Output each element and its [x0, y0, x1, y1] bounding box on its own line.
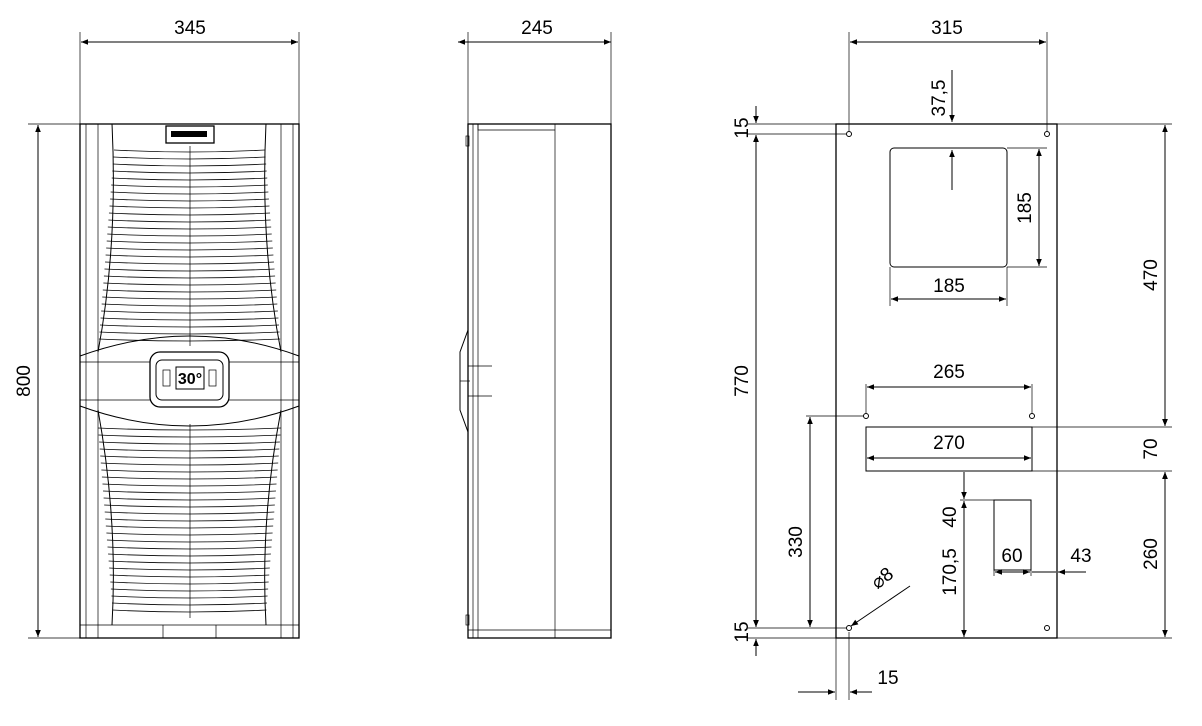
- drain-width-label: 60: [1001, 546, 1022, 567]
- side-hinge-bottom: [465, 614, 470, 626]
- mounting-hole-bottom-right: [1044, 625, 1050, 631]
- logo-mark: [171, 131, 207, 137]
- mounting-hole-mid-right: [1029, 413, 1035, 419]
- mid-hole-spacing-label: 265: [933, 362, 965, 383]
- upper-section-label: 470: [1141, 259, 1162, 291]
- bottom-offset-label: 15: [732, 621, 753, 642]
- side-view: 245: [458, 18, 612, 639]
- side-housing: [467, 123, 612, 639]
- lower-grille: [97, 424, 282, 618]
- top-offset-label: 15: [732, 117, 753, 138]
- front-height-label: 800: [14, 365, 35, 397]
- display-panel: [155, 359, 224, 401]
- hole-diameter-leader: [850, 585, 911, 627]
- lower-hole-height-label: 330: [786, 526, 807, 558]
- slot-height-label: 70: [1141, 438, 1162, 459]
- front-view: 345 800 30°: [14, 18, 300, 639]
- mounting-hole-top-right: [1044, 131, 1050, 137]
- display-button-left: [162, 369, 171, 387]
- cutout-view: 315 37,5 185 185 265 270 470 70: [732, 18, 1172, 700]
- lower-section-label: 260: [1141, 538, 1162, 570]
- drain-offset-label: 40: [940, 506, 961, 527]
- hole-spacing-label: 315: [931, 18, 963, 39]
- drain-height-label: 170,5: [940, 548, 961, 596]
- total-height-label: 770: [732, 365, 753, 397]
- side-offset-label: 15: [877, 668, 898, 689]
- lower-grille-outline: [97, 409, 282, 626]
- display-button-right: [208, 369, 217, 387]
- slot-cutout: [865, 426, 1033, 472]
- mounting-panel: [835, 123, 1058, 639]
- upper-cutout-height-label: 185: [1015, 192, 1036, 224]
- upper-cutout-width-label: 185: [933, 276, 965, 297]
- drain-side-label: 43: [1070, 546, 1091, 567]
- front-width-label: 345: [174, 18, 206, 39]
- display-frame: [149, 351, 230, 408]
- mounting-hole-top-left: [846, 131, 852, 137]
- display-screen: [175, 366, 205, 390]
- mounting-hole-bottom-left: [846, 625, 852, 631]
- upper-cutout-top-label: 37,5: [929, 80, 950, 117]
- upper-cutout: [889, 147, 1008, 268]
- side-hinge-top: [465, 135, 470, 147]
- upper-grille: [98, 146, 281, 346]
- side-depth-label: 245: [521, 18, 553, 39]
- slot-width-label: 270: [933, 433, 965, 454]
- display-temperature: 30°: [178, 371, 202, 388]
